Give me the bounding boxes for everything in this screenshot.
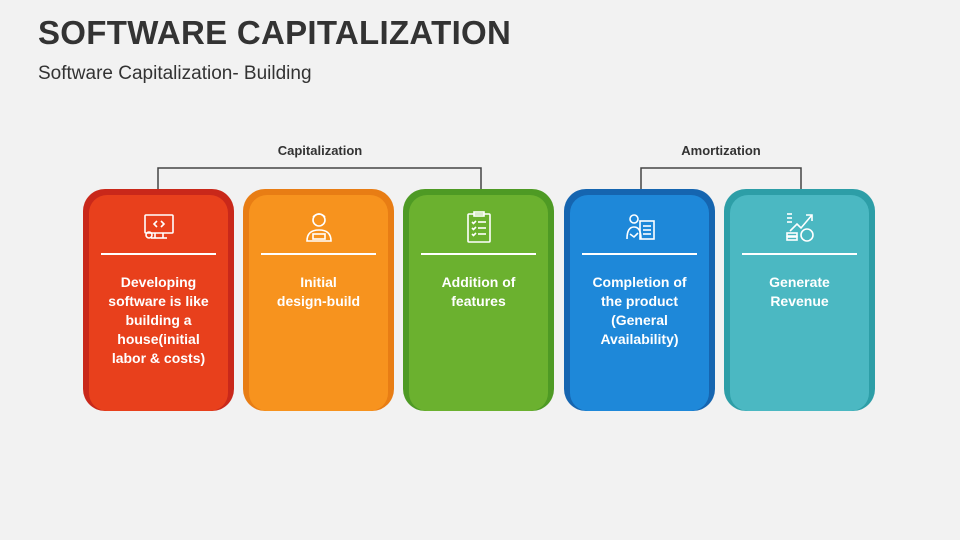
card-inner: Generate Revenue	[730, 195, 869, 411]
amortization-bracket	[640, 167, 802, 189]
revenue-growth-icon	[785, 213, 814, 242]
page-title: SOFTWARE CAPITALIZATION	[38, 14, 512, 51]
card-initial-design-build: Initial design-build	[243, 189, 394, 411]
group-label-capitalization: Capitalization	[277, 143, 363, 158]
card-generate-revenue: Generate Revenue	[724, 189, 875, 411]
card-developing-software: Developing software is like building a h…	[83, 189, 234, 411]
card-inner: Initial design-build	[249, 195, 388, 411]
card-divider	[421, 253, 536, 255]
card-inner: Addition of features	[409, 195, 548, 411]
product-completion-icon	[625, 214, 655, 240]
page-subtitle: Software Capitalization- Building	[38, 63, 312, 84]
card-divider	[582, 253, 697, 255]
card-completion-of-product: Completion of the product (General Avail…	[564, 189, 715, 411]
card-divider	[101, 253, 216, 255]
card-inner: Completion of the product (General Avail…	[570, 195, 709, 411]
card-text: Completion of the product (General Avail…	[592, 274, 687, 347]
checklist-clipboard-icon	[466, 211, 491, 243]
card-text: Generate Revenue	[769, 274, 830, 309]
developer-person-icon	[305, 213, 332, 242]
card-addition-of-features: Addition of features	[403, 189, 554, 411]
computer-code-icon	[143, 214, 174, 239]
group-label-amortization: Amortization	[681, 143, 761, 158]
card-text: Addition of features	[441, 274, 516, 309]
card-text: Developing software is like building a h…	[108, 274, 209, 366]
capitalization-bracket	[157, 167, 482, 189]
card-divider	[742, 253, 857, 255]
card-text: Initial design-build	[276, 274, 361, 309]
card-divider	[261, 253, 376, 255]
card-inner: Developing software is like building a h…	[89, 195, 228, 411]
